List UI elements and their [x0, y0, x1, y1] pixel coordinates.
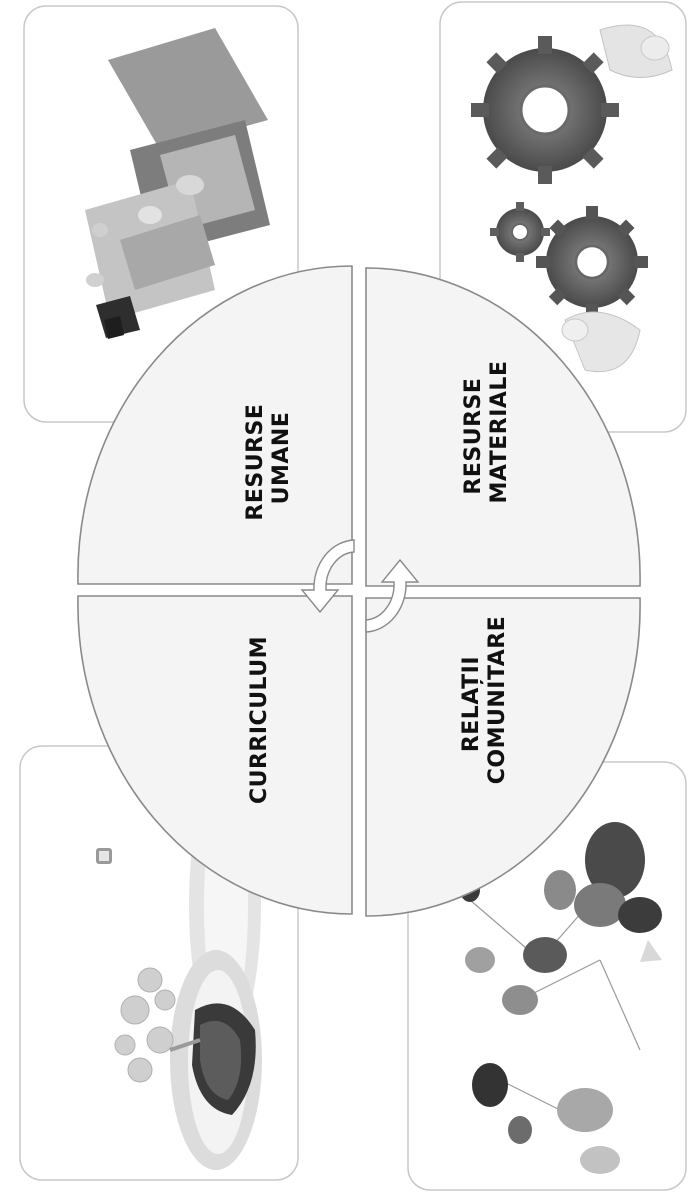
- central-wheel: RESURSE UMANE RESURSE MATERIALE CURRICUL…: [78, 266, 640, 916]
- label-curriculum: CURRICULUM: [247, 636, 272, 804]
- label-resurse-umane: RESURSE UMANE: [243, 395, 294, 520]
- label-resurse-materiale: RESURSE MATERIALE: [461, 361, 512, 504]
